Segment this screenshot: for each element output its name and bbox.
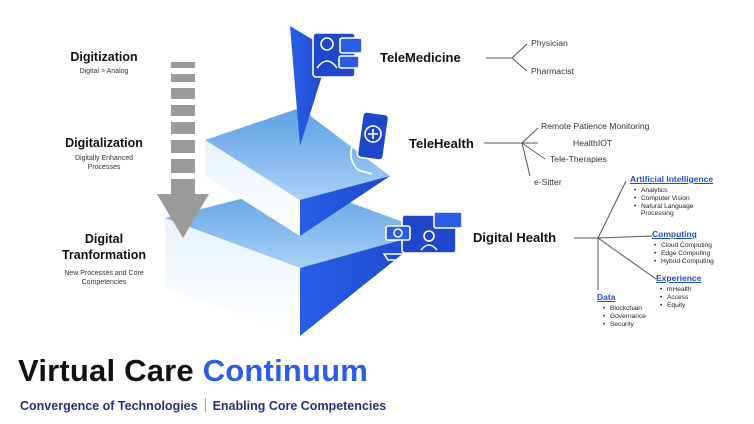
title-part-2: Continuum [202,353,369,388]
category-title: Artificial Intelligence [630,174,714,184]
list-item: Governance [603,313,646,321]
list-item: Equity [660,302,701,310]
stage-title: Digitalization [65,136,143,150]
branch-pharmacist: Pharmacist [531,66,574,76]
telemedicine-branch-lines [486,43,528,72]
category-computing: Computing Cloud Computing Edge Computing… [652,229,714,265]
down-arrow-icon [157,62,209,238]
devices-health-icon [382,211,463,261]
pyramid-tier-middle [205,108,390,236]
list-item: Hybrid Computing [654,258,714,266]
branch-e-sitter: e-Sitter [534,177,562,187]
category-experience: Experience mHealth Access Equity [656,273,701,309]
stage-title: Digitization [70,50,138,64]
list-item: Natural Language Processing [634,203,711,219]
category-data: Data Blockchain Governance Security [597,292,646,328]
list-item: Blockchain [603,305,646,313]
subtitle-divider [204,398,206,412]
telehealth-branch-lines [484,127,546,177]
subtitle-right: Enabling Core Competencies [212,399,387,413]
branch-healthiot: HealthIOT [573,138,613,148]
stage-subtitle: Digital > Analog [79,68,129,75]
stage-digitalization: Digitalization Digitally Enhanced Proces… [40,136,168,172]
branch-remote-monitoring: Remote Patience Monitoring [541,121,650,131]
stage-subtitle: New Processes and Core Competencies [64,270,144,286]
stage-digital-transformation: Digital Tranformation New Processes and … [40,231,168,287]
category-artificial-intelligence: Artificial Intelligence Analytics Comput… [630,174,713,218]
title-part-1: Virtual Care [18,353,194,388]
branch-tele-therapies: Tele-Therapies [550,154,607,164]
digital-health-label: Digital Health [473,230,557,245]
category-title: Computing [652,229,697,239]
list-item: Cloud Computing [654,242,714,250]
stage-title: Digital Tranformation [61,232,147,262]
list-item: Computer Vision [634,195,713,203]
stage-subtitle: Digitally Enhanced Processes [75,155,133,171]
subtitle-left: Convergence of Technologies [20,399,198,413]
list-item: Access [660,294,701,302]
category-title: Data [597,292,616,302]
subtitle: Convergence of Technologies Enabling Core… [20,398,386,413]
list-item: Edge Computing [654,250,714,258]
category-title: Experience [656,273,702,283]
digital-health-branch-lines [574,180,657,290]
doctor-monitor-icon [312,32,363,81]
list-item: Security [603,321,646,329]
telehealth-label: TeleHealth [409,136,474,151]
list-item: mHealth [660,286,701,294]
branch-physician: Physician [531,38,568,48]
phone-medical-icon [350,111,390,175]
stage-digitization: Digitization Digital > Analog [40,50,168,76]
main-title: Virtual Care Continuum [18,353,368,389]
telemedicine-label: TeleMedicine [380,50,461,65]
list-item: Analytics [634,187,713,195]
